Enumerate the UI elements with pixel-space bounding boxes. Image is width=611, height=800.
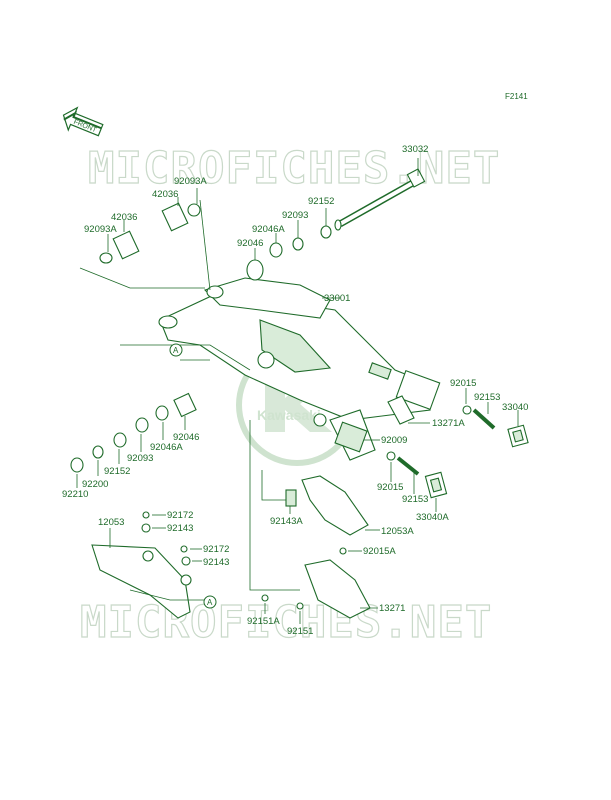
watermark-top: MICROFICHES.NET (88, 143, 500, 194)
label-92152-low: 92152 (104, 466, 130, 477)
label-92046a-low: 92046A (150, 442, 183, 453)
label-92153-center: 92153 (402, 494, 428, 505)
axle-33032 (334, 168, 426, 231)
collar-92143-b (181, 556, 191, 566)
label-92093-low: 92093 (127, 453, 153, 464)
swingarm-33001 (158, 277, 441, 461)
label-12053: 12053 (98, 517, 124, 528)
label-13271a: 13271A (432, 418, 465, 429)
chain-adjuster-33040 (507, 424, 529, 448)
watermark-bottom: MICROFICHES.NET (80, 597, 492, 648)
label-92172-a: 92172 (167, 510, 193, 521)
label-42036-top: 42036 (152, 189, 178, 200)
collar-92143-a (141, 523, 151, 533)
label-92172-b: 92172 (203, 544, 229, 555)
label-92143-b: 92143 (203, 557, 229, 568)
label-92153-right: 92153 (474, 392, 500, 403)
label-92200: 92200 (82, 479, 108, 490)
leader-lines (76, 158, 519, 624)
lower-bushing-group (70, 392, 197, 473)
chain-guide-12053a (285, 475, 369, 536)
chain-guard-13271a (387, 395, 415, 425)
label-92015a: 92015A (363, 546, 396, 557)
logo-text: Kawasaki (257, 407, 321, 423)
nut-92015-right (462, 405, 472, 415)
ref-marker-a-upper: A (169, 343, 183, 357)
label-12053a: 12053A (381, 526, 414, 537)
label-92046a-top: 92046A (252, 224, 285, 235)
bolt-92153-center (396, 456, 420, 476)
label-92046-top: 92046 (237, 238, 263, 249)
label-92046-low: 92046 (173, 432, 199, 443)
label-92143-a: 92143 (167, 523, 193, 534)
label-92093a-left: 92093A (84, 224, 117, 235)
label-92151: 92151 (287, 626, 313, 637)
label-33001: 33001 (324, 293, 350, 304)
ref-marker-a-lower-label: A (207, 598, 213, 607)
ref-marker-a-lower: A (203, 595, 217, 609)
part-labels: 33032 92093A 42036 42036 92093A 92152 92… (62, 144, 528, 637)
label-33040: 33040 (502, 402, 528, 413)
ref-marker-a-upper-label: A (173, 346, 179, 355)
label-92093-top: 92093 (282, 210, 308, 221)
label-42036-left: 42036 (111, 212, 137, 223)
label-92143a: 92143A (270, 516, 303, 527)
label-92015-right: 92015 (450, 378, 476, 389)
label-92093a-top: 92093A (174, 176, 207, 187)
label-13271: 13271 (379, 603, 405, 614)
figure-code: F2141 (505, 92, 528, 101)
label-92009: 92009 (381, 435, 407, 446)
label-92151a: 92151A (247, 616, 280, 627)
label-92152-top: 92152 (308, 196, 334, 207)
label-33040a: 33040A (416, 512, 449, 523)
label-33032: 33032 (402, 144, 428, 155)
front-arrow-icon: FRONT (62, 106, 104, 137)
bolt-92172-a (142, 511, 150, 519)
label-92015-center: 92015 (377, 482, 403, 493)
chain-slider-12053 (91, 544, 192, 619)
label-92210: 92210 (62, 489, 88, 500)
bolt-92153-right (472, 408, 496, 430)
nut-92015-center (386, 451, 396, 461)
chain-adjuster-33040a (424, 471, 448, 499)
bolt-92172-b (180, 545, 188, 553)
